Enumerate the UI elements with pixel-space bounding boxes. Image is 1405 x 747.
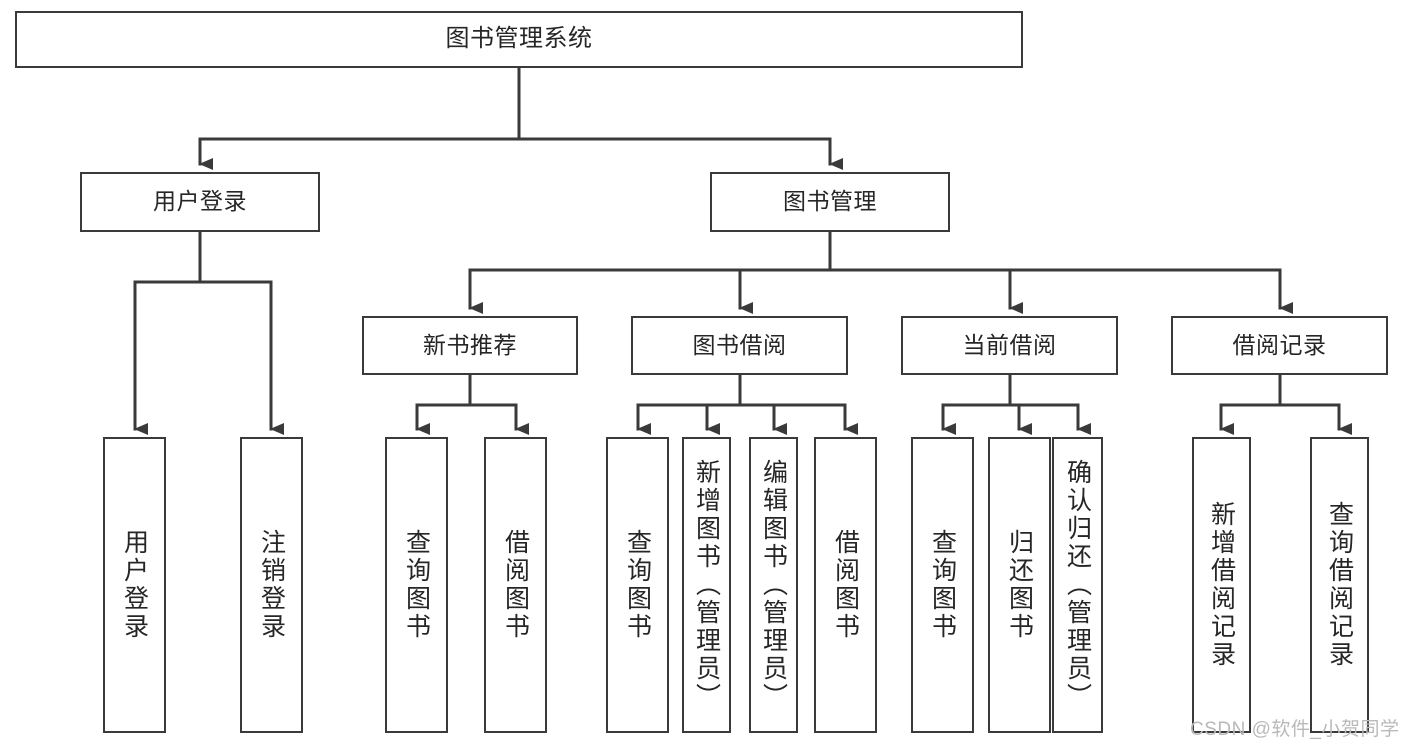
node-label: 借阅图书 (501, 529, 530, 641)
leaf-borrow-book[interactable]: 借阅图书 (814, 437, 877, 733)
node-label: 用户登录 (153, 188, 247, 215)
node-label: 借阅图书 (831, 529, 860, 641)
node-new-book-recommend[interactable]: 新书推荐 (362, 316, 578, 375)
node-root-system[interactable]: 图书管理系统 (15, 11, 1023, 68)
leaf-query-book-current[interactable]: 查询图书 (911, 437, 974, 733)
node-label: 图书管理系统 (445, 25, 593, 53)
node-label: 确认归还（管理员） (1063, 459, 1092, 711)
node-label: 借阅记录 (1232, 331, 1327, 358)
node-borrow-record[interactable]: 借阅记录 (1171, 316, 1388, 375)
leaf-query-book-borrow[interactable]: 查询图书 (606, 437, 669, 733)
node-label: 用户登录 (120, 529, 149, 641)
node-book-management[interactable]: 图书管理 (710, 172, 950, 232)
node-label: 图书管理 (783, 188, 877, 215)
leaf-confirm-return-admin[interactable]: 确认归还（管理员） (1052, 437, 1103, 733)
node-label: 新书推荐 (423, 331, 517, 358)
node-label: 编辑图书（管理员） (759, 459, 788, 711)
leaf-return-book[interactable]: 归还图书 (988, 437, 1051, 733)
node-current-borrow[interactable]: 当前借阅 (901, 316, 1118, 375)
node-label: 查询借阅记录 (1325, 501, 1354, 669)
node-label: 当前借阅 (962, 331, 1057, 358)
leaf-user-login[interactable]: 用户登录 (103, 437, 166, 733)
node-book-borrow[interactable]: 图书借阅 (631, 316, 848, 375)
leaf-query-borrow-record[interactable]: 查询借阅记录 (1310, 437, 1369, 733)
leaf-add-borrow-record[interactable]: 新增借阅记录 (1192, 437, 1251, 733)
node-label: 归还图书 (1005, 529, 1034, 641)
leaf-logout[interactable]: 注销登录 (240, 437, 303, 733)
csdn-watermark: CSDN @软件_小贺同学 (1190, 719, 1400, 740)
leaf-add-book-admin[interactable]: 新增图书（管理员） (682, 437, 731, 733)
leaf-query-book-recommend[interactable]: 查询图书 (385, 437, 448, 733)
node-label: 查询图书 (928, 529, 957, 641)
leaf-borrow-book-recommend[interactable]: 借阅图书 (484, 437, 547, 733)
node-user-login[interactable]: 用户登录 (80, 172, 320, 232)
node-label: 查询图书 (402, 529, 431, 641)
node-label: 新增借阅记录 (1207, 501, 1236, 669)
node-label: 注销登录 (257, 529, 286, 641)
leaf-edit-book-admin[interactable]: 编辑图书（管理员） (749, 437, 798, 733)
node-label: 图书借阅 (692, 331, 787, 358)
node-label: 查询图书 (623, 529, 652, 641)
node-label: 新增图书（管理员） (692, 459, 721, 711)
